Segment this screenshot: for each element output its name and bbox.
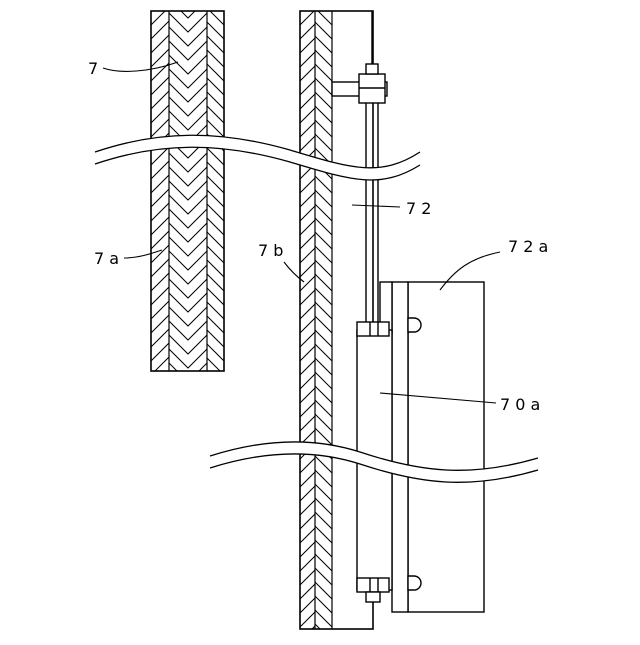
label-70a: 7 0 a xyxy=(500,395,540,414)
label-7b: 7 b xyxy=(258,241,283,260)
left-panel xyxy=(151,0,224,424)
label-72a: 7 2 a xyxy=(508,237,548,256)
cylinder-assembly xyxy=(357,282,484,612)
break-line-upper xyxy=(95,135,420,180)
label-7: 7 xyxy=(88,59,98,78)
rod-72 xyxy=(366,11,378,322)
label-72: 7 2 xyxy=(406,199,431,218)
top-bracket xyxy=(332,64,387,103)
label-7a: 7 a xyxy=(94,249,119,268)
